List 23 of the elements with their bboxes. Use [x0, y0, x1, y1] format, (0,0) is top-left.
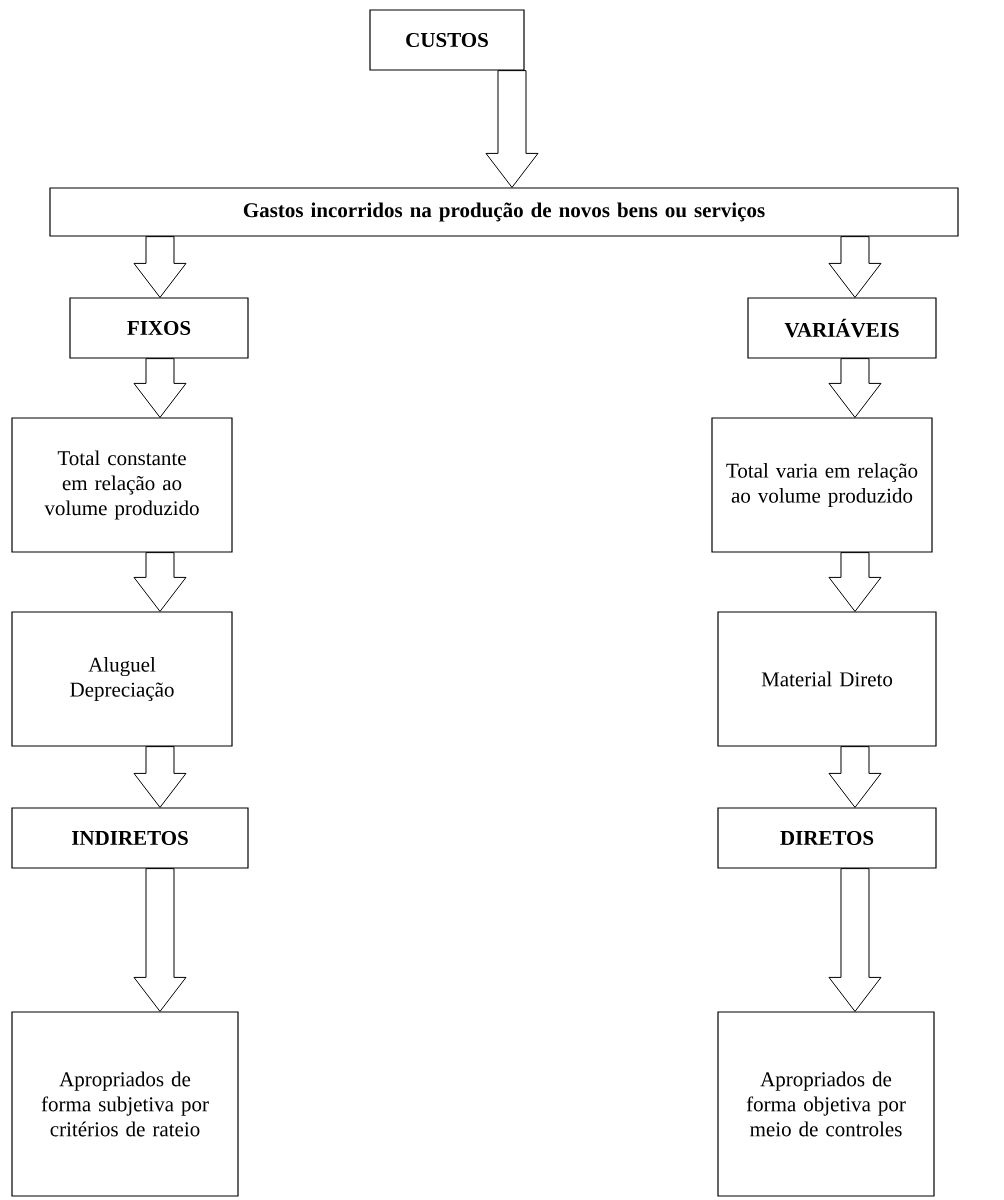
heading-box: Gastos incorridos na produção de novos bens ou serviços	[49, 187, 959, 237]
text-box: Apropriados de forma objetiva por meio de controles	[717, 1011, 935, 1197]
heading-box: DIRETOS	[717, 807, 937, 869]
text-box: Total varia em relação ao volume produzido	[711, 417, 933, 553]
block-arrow	[133, 552, 187, 612]
text-box: Apropriados de forma subjetiva por critérios de rateio	[11, 1011, 239, 1197]
text-box: Material Direto	[717, 611, 937, 747]
text-box: Aluguel Depreciação	[11, 611, 233, 747]
block-arrow	[828, 552, 882, 612]
block-arrow	[828, 358, 882, 418]
block-arrow	[828, 746, 882, 808]
heading-box: FIXOS	[69, 297, 249, 359]
heading-box: CUSTOS	[369, 9, 525, 71]
text-box: Total constante em relação ao volume produzido	[11, 417, 233, 553]
block-arrow	[485, 70, 539, 188]
block-arrow	[828, 236, 882, 298]
block-arrow	[133, 236, 187, 298]
block-arrow	[133, 868, 187, 1012]
heading-box: VARIÁVEIS	[747, 297, 937, 359]
block-arrow	[828, 868, 882, 1012]
block-arrow	[133, 358, 187, 418]
block-arrow	[133, 746, 187, 808]
heading-box: INDIRETOS	[11, 807, 249, 869]
